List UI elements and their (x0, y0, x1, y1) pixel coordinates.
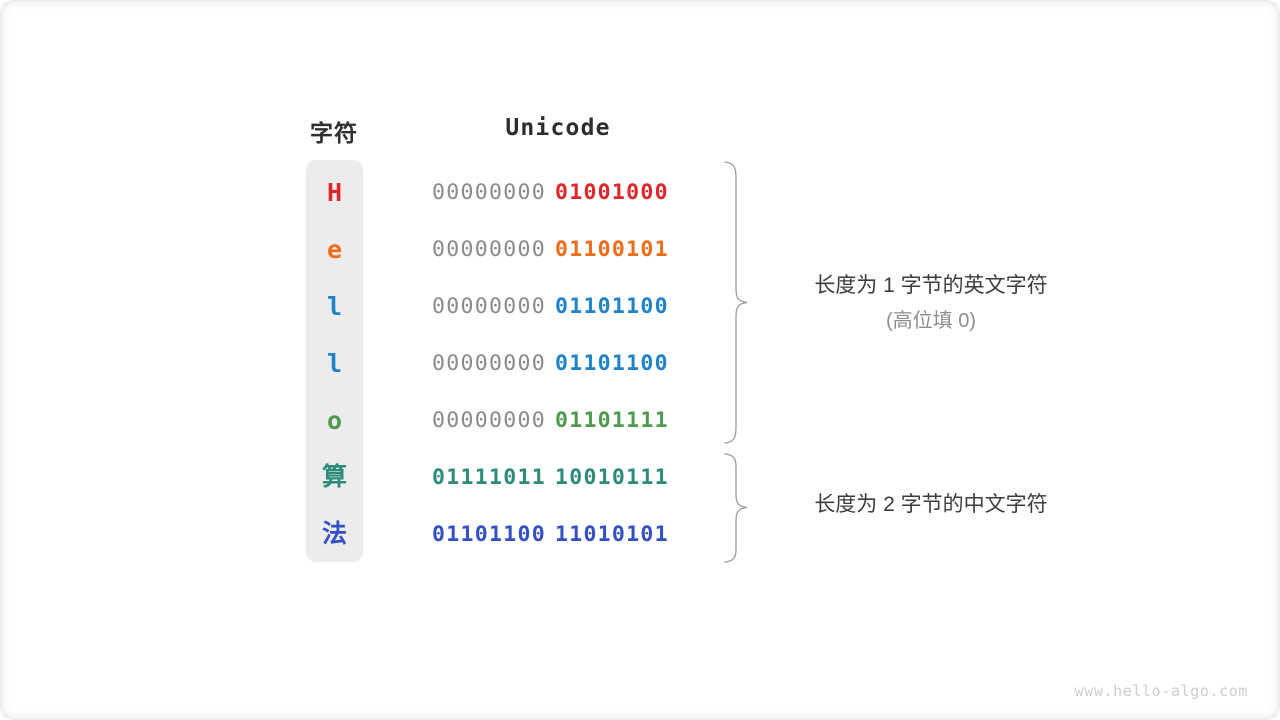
table-row: e 00000000 01100101 (306, 221, 726, 278)
character-cell: 算 (321, 463, 347, 491)
unicode-binary-cell: 00000000 01100101 (432, 239, 726, 261)
table-row: l 00000000 01101100 (306, 278, 726, 335)
annotation-two-byte-line1: 长度为 2 字节的中文字符 (814, 493, 1048, 516)
table-row: 算 01111011 10010111 (306, 449, 726, 506)
unicode-binary-cell: 00000000 01101100 (432, 353, 726, 375)
high-byte: 00000000 (432, 179, 546, 205)
character-cell: H (326, 178, 343, 207)
high-byte: 00000000 (432, 293, 546, 319)
low-byte: 01101111 (554, 407, 669, 433)
brace-two-byte-group (722, 452, 750, 564)
unicode-binary-cell: 01111011 10010111 (432, 467, 726, 489)
high-byte: 01101100 (432, 521, 546, 547)
table-row: o 00000000 01101111 (306, 392, 726, 449)
character-cell: e (326, 235, 343, 264)
character-cell: 法 (321, 520, 347, 548)
low-byte: 01101100 (554, 350, 669, 376)
byte-separator (546, 524, 555, 546)
high-byte: 00000000 (432, 236, 546, 262)
character-column-background (306, 160, 363, 562)
low-byte: 11010101 (554, 521, 669, 547)
annotation-one-byte-line2: (高位填 0) (886, 310, 976, 333)
character-cell: l (326, 292, 343, 321)
low-byte: 01100101 (554, 236, 669, 262)
high-byte: 00000000 (432, 350, 546, 376)
unicode-binary-cell: 00000000 01101111 (432, 410, 726, 432)
unicode-binary-cell: 00000000 01001000 (432, 182, 726, 204)
unicode-binary-cell: 00000000 01101100 (432, 296, 726, 318)
annotation-one-byte-line1: 长度为 1 字节的英文字符 (814, 274, 1048, 297)
low-byte: 10010111 (554, 464, 669, 490)
table-row: H 00000000 01001000 (306, 164, 726, 221)
low-byte: 01101100 (554, 293, 669, 319)
high-byte: 00000000 (432, 407, 546, 433)
byte-separator (546, 182, 555, 204)
brace-one-byte-group (722, 160, 750, 445)
watermark-url: www.hello-algo.com (1074, 682, 1248, 700)
column-header-character: 字符 (310, 120, 358, 146)
annotation-one-byte: 长度为 1 字节的英文字符 (高位填 0) (786, 268, 1076, 339)
annotation-two-byte: 长度为 2 字节的中文字符 (786, 487, 1076, 523)
high-byte: 01111011 (432, 464, 546, 490)
byte-separator (546, 467, 555, 489)
character-cell: o (326, 406, 343, 435)
byte-separator (546, 239, 555, 261)
unicode-binary-cell: 01101100 11010101 (432, 524, 726, 546)
table-row: 法 01101100 11010101 (306, 506, 726, 563)
byte-separator (546, 410, 555, 432)
column-header-unicode: Unicode (505, 115, 611, 141)
low-byte: 01001000 (554, 179, 669, 205)
byte-separator (546, 353, 555, 375)
byte-separator (546, 296, 555, 318)
character-cell: l (326, 349, 343, 378)
table-row: l 00000000 01101100 (306, 335, 726, 392)
